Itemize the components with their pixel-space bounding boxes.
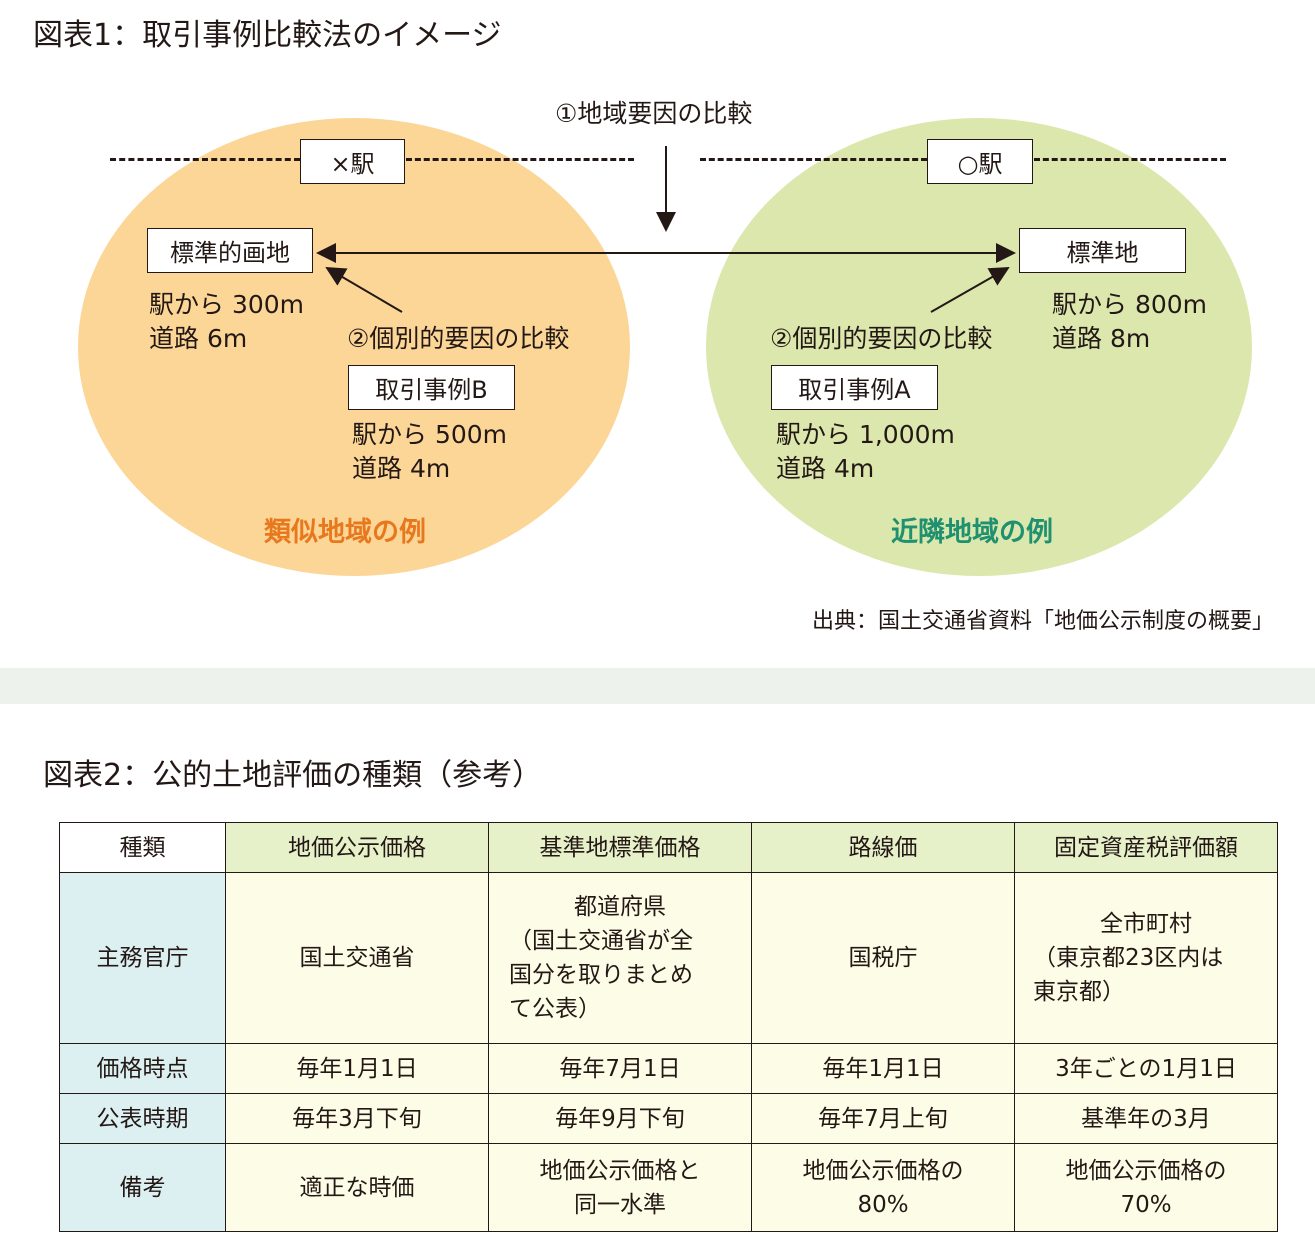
standard-parcel-box: 標準的画地 — [147, 228, 313, 273]
individual-arrow-left — [325, 266, 403, 313]
table-cell: 毎年9月下旬 — [488, 1093, 752, 1144]
case-b-info: 駅から 500m 道路 4m — [352, 420, 508, 483]
table-cell: 地価公示価格の 70% — [1014, 1143, 1278, 1232]
similar-region-circle — [78, 118, 630, 576]
station-x-box: ×駅 — [300, 139, 405, 184]
table-row: 主務官庁 国土交通省 都道府県 （国土交通省が全 国分を取りまとめ て公表） 国… — [59, 872, 1278, 1044]
table-row: 公表時期 毎年3月下旬 毎年9月下旬 毎年7月上旬 基準年の3月 — [59, 1093, 1278, 1144]
table-cell: 国土交通省 — [225, 872, 489, 1044]
table-row: 備考 適正な時価 地価公示価格と 同一水準 地価公示価格の 80% 地価公示価格… — [59, 1143, 1278, 1232]
individual-factor-label-right: ②個別的要因の比較 — [770, 324, 993, 353]
table-row: 価格時点 毎年1月1日 毎年7月1日 毎年1月1日 3年ごとの1月1日 — [59, 1043, 1278, 1094]
table-cell: 適正な時価 — [225, 1143, 489, 1232]
table-cell: 毎年7月上旬 — [751, 1093, 1015, 1144]
table-cell: 地価公示価格の 80% — [751, 1143, 1015, 1232]
railway-line-left-b — [406, 158, 634, 161]
railway-line-right-a — [700, 158, 927, 161]
figure1-source: 出典：国土交通省資料「地価公示制度の概要」 — [812, 609, 1275, 634]
regional-factor-comparison-label: ①地域要因の比較 — [555, 99, 753, 128]
row-header: 価格時点 — [59, 1043, 226, 1094]
case-a-box: 取引事例A — [771, 365, 938, 410]
standard-land-info: 駅から 800m 道路 8m — [1052, 290, 1208, 353]
public-land-valuation-table: 種類 地価公示価格 基準地標準価格 路線価 固定資産税評価額 主務官庁 国土交通… — [59, 822, 1278, 1232]
standard-land-box: 標準地 — [1019, 228, 1186, 273]
table-cell: 基準年の3月 — [1014, 1093, 1278, 1144]
table-cell: 全市町村 （東京都23区内は 東京都） — [1014, 872, 1278, 1044]
table-cell: 毎年7月1日 — [488, 1043, 752, 1094]
neighborhood-region-label: 近隣地域の例 — [891, 517, 1053, 548]
table-cell: 国税庁 — [751, 872, 1015, 1044]
individual-arrow-right — [930, 267, 1010, 313]
railway-line-left-a — [110, 158, 300, 161]
row-header: 備考 — [59, 1143, 226, 1232]
similar-region-label: 類似地域の例 — [264, 517, 426, 548]
corner-header: 種類 — [59, 822, 226, 873]
railway-line-right-b — [1034, 158, 1226, 161]
column-header: 地価公示価格 — [225, 822, 489, 873]
table-cell: 毎年1月1日 — [225, 1043, 489, 1094]
station-o-box: ○駅 — [927, 139, 1033, 184]
case-b-box: 取引事例B — [348, 365, 515, 410]
table-cell: 地価公示価格と 同一水準 — [488, 1143, 752, 1232]
row-header: 公表時期 — [59, 1093, 226, 1144]
neighborhood-region-circle — [706, 118, 1252, 576]
figure1-title: 図表1：取引事例比較法のイメージ — [33, 18, 502, 53]
section-divider — [0, 668, 1315, 704]
table-header-row: 種類 地価公示価格 基準地標準価格 路線価 固定資産税評価額 — [59, 822, 1278, 873]
table-cell: 毎年3月下旬 — [225, 1093, 489, 1144]
column-header: 路線価 — [751, 822, 1015, 873]
standard-parcel-info: 駅から 300m 道路 6m — [149, 290, 305, 353]
case-a-info: 駅から 1,000m 道路 4m — [776, 420, 955, 483]
individual-factor-label-left: ②個別的要因の比較 — [347, 324, 570, 353]
table-cell: 毎年1月1日 — [751, 1043, 1015, 1094]
table-cell: 3年ごとの1月1日 — [1014, 1043, 1278, 1094]
row-header: 主務官庁 — [59, 872, 226, 1044]
comparison-arrows — [316, 146, 1016, 313]
figure2-title: 図表2：公的土地評価の種類（参考） — [43, 758, 543, 793]
column-header: 基準地標準価格 — [488, 822, 752, 873]
column-header: 固定資産税評価額 — [1014, 822, 1278, 873]
table-cell: 都道府県 （国土交通省が全 国分を取りまとめ て公表） — [488, 872, 752, 1044]
